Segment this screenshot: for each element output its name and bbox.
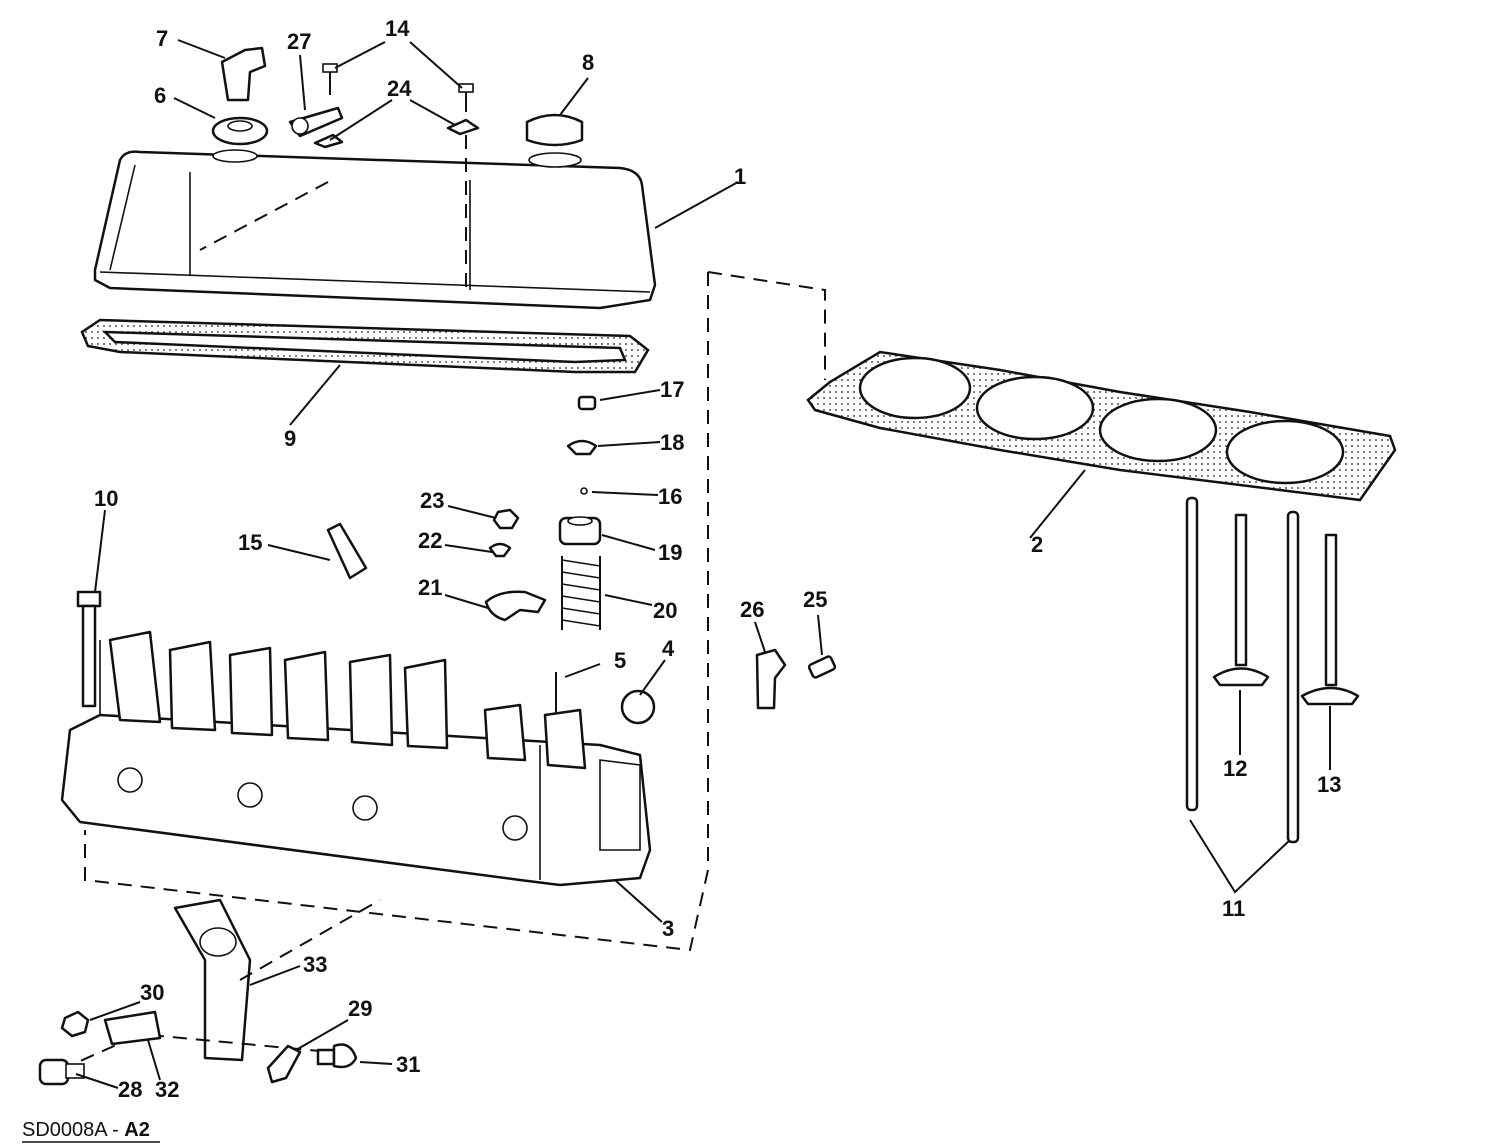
lifting-bracket [173,898,252,1062]
callout-20: 20 [653,598,677,623]
rocker-assemblies [108,630,587,770]
callout-14: 14 [385,16,410,41]
push-rod [1185,496,1199,812]
valve-stem-seal [558,516,602,546]
callout-8: 8 [582,50,594,75]
clip [266,1044,302,1084]
callout-23: 23 [420,488,444,513]
leader-lines [75,39,1331,1089]
bolt-guide-line [239,899,381,981]
valve-collet [577,395,597,411]
callout-27: 27 [287,29,311,54]
spring-cap [566,439,598,456]
callout-32: 32 [155,1077,179,1102]
screw-left [322,63,338,95]
callout-31: 31 [396,1052,420,1077]
callout-28: 28 [118,1077,142,1102]
rocker-cover [93,149,657,310]
diagram-code-separator: - [107,1119,125,1141]
callout-30: 30 [140,980,164,1005]
screw-right [458,83,474,112]
fastener-guide-line [199,181,329,251]
callout-6: 6 [154,83,166,108]
callout-22: 22 [418,528,442,553]
callout-25: 25 [803,587,827,612]
sealing-plug [620,689,656,725]
callout-9: 9 [284,426,296,451]
clip-bracket [288,106,344,138]
washer-right [446,118,480,136]
diagram-code-suffix: A2 [124,1119,150,1141]
diagram-code-main: SD0008A [22,1119,108,1141]
oil-filler-cap [525,113,584,147]
inlet-valve [1212,513,1270,687]
callout-17: 17 [660,377,684,402]
callout-4: 4 [662,636,675,661]
callout-5: 5 [614,648,626,673]
push-rod [1286,510,1300,844]
washer-left [313,133,344,149]
exhaust-valve [1300,533,1360,706]
assembly-boundary [84,271,826,952]
callout-26: 26 [740,597,764,622]
rocker-cover-gasket [80,318,650,374]
callout-11: 11 [1222,896,1245,921]
valve-spring [561,556,601,630]
callout-1: 1 [734,164,746,189]
temperature-sender [326,522,368,580]
bolt-short [316,1043,358,1069]
callout-16: 16 [658,484,682,509]
callout-19: 19 [658,540,682,565]
callout-labels: 1 2 3 4 5 6 7 8 9 10 11 12 13 14 15 16 1… [94,16,1341,1102]
callout-10: 10 [94,486,118,511]
callout-7: 7 [156,26,168,51]
rocker-arm [484,590,547,622]
callout-3: 3 [662,916,674,941]
cylinder-head [60,630,652,887]
callout-24: 24 [387,76,412,101]
callout-12: 12 [1223,756,1247,781]
adjusting-nut [492,508,520,530]
pivot-ball [488,542,512,558]
breather-elbow [220,46,267,102]
bolt [38,1058,85,1086]
bracket-bolt [807,655,837,679]
head-gasket [806,350,1397,502]
o-ring [580,487,588,495]
head-bolt [76,590,102,708]
callout-2: 2 [1031,532,1043,557]
small-bracket [755,648,787,710]
callout-18: 18 [660,430,684,455]
grommet [211,116,269,146]
nut [60,1010,90,1038]
callout-21: 21 [418,575,442,600]
callout-15: 15 [238,530,262,555]
angle-bracket [103,1010,162,1046]
svg-text:SD0008A - A2: SD0008A - A2 [22,1119,150,1141]
callout-13: 13 [1317,772,1341,797]
diagram-code: SD0008A - A2 [22,1119,160,1143]
callout-29: 29 [348,996,372,1021]
callout-33: 33 [303,952,327,977]
